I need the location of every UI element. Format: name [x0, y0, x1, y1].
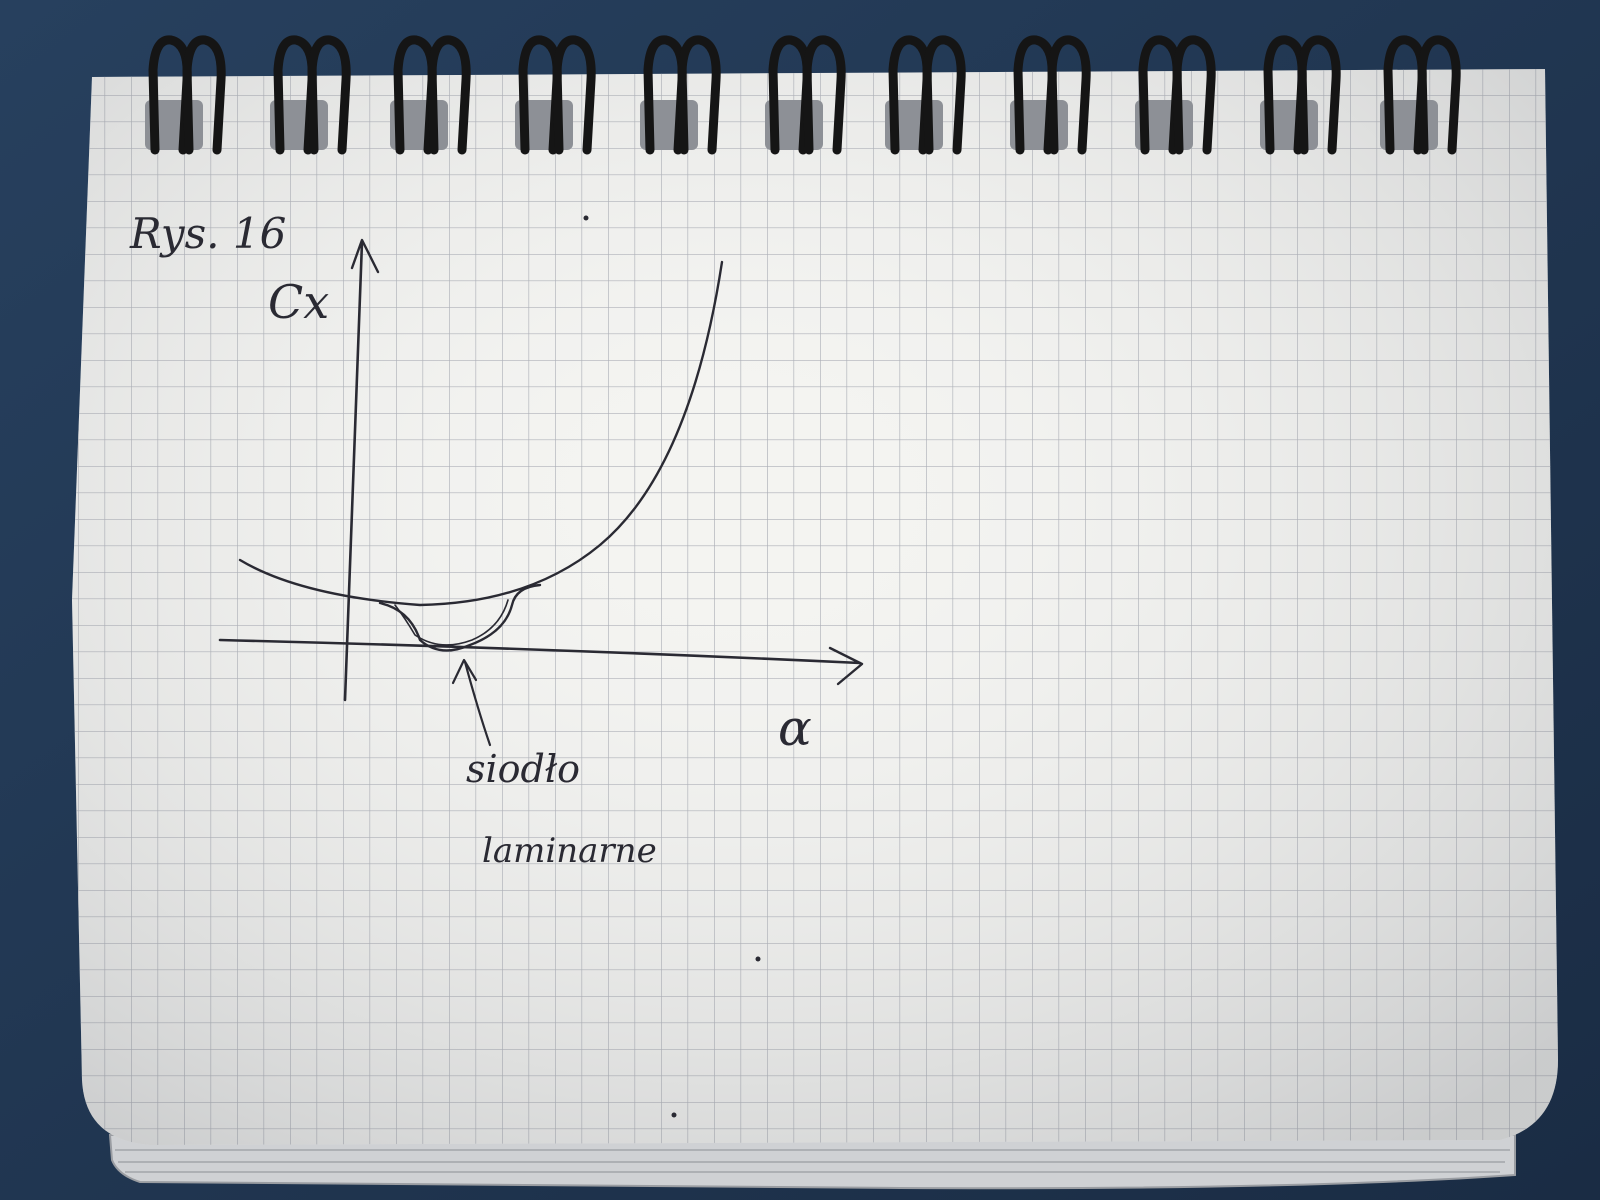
handwritten-sketch	[218, 238, 864, 747]
laminar-bucket-curve	[378, 583, 542, 652]
y-axis	[343, 240, 364, 702]
spiral-ring	[390, 35, 471, 155]
spiral-ring	[1260, 35, 1341, 155]
x-axis-label: α	[778, 699, 812, 757]
pencil-dot	[583, 215, 589, 221]
spiral-ring	[515, 35, 596, 155]
x-axis-arrowhead	[828, 646, 864, 686]
annotation-line1: siodło	[466, 747, 580, 791]
pencil-dot	[755, 956, 761, 962]
spiral-ring	[1010, 35, 1091, 155]
spiral-ring	[1380, 35, 1461, 155]
x-axis	[218, 638, 862, 665]
y-axis-label: Cx	[268, 275, 329, 329]
spiral-ring	[145, 35, 226, 155]
spiral-ring	[640, 35, 721, 155]
spiral-ring	[885, 35, 966, 155]
figure-label: Rys. 16	[129, 209, 286, 258]
spiral-ring	[1135, 35, 1216, 155]
annotation-arrowhead	[451, 658, 478, 685]
spiral-ring	[765, 35, 846, 155]
annotation-line2: laminarne	[482, 831, 657, 871]
spiral-ring	[270, 35, 351, 155]
y-axis-arrowhead	[350, 238, 380, 274]
pencil-dot	[671, 1112, 677, 1118]
drag-curve	[238, 260, 724, 607]
spiral-binding	[145, 35, 1461, 155]
annotation-arrow	[463, 660, 492, 747]
